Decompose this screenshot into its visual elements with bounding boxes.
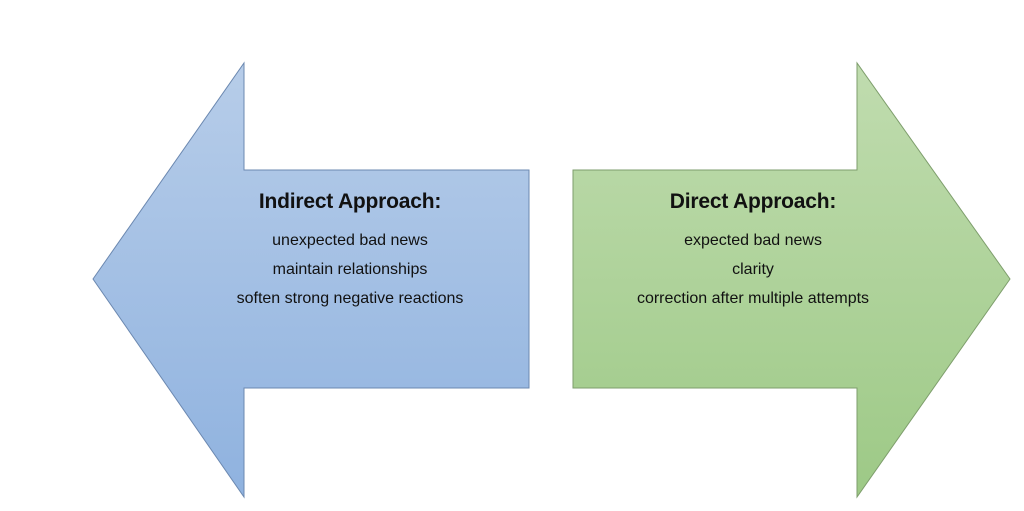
direct-item: expected bad news (684, 232, 822, 249)
indirect-item: soften strong negative reactions (236, 290, 464, 307)
direct-item: clarity (732, 261, 774, 278)
direct-approach-title: Direct Approach: (669, 190, 837, 213)
direct-approach-panel: Direct Approach: expected bad news clari… (598, 190, 908, 313)
indirect-item: maintain relationships (272, 261, 428, 278)
direct-item: correction after multiple attempts (636, 290, 870, 307)
indirect-approach-panel: Indirect Approach: unexpected bad news m… (195, 190, 505, 313)
indirect-item: unexpected bad news (272, 232, 428, 249)
left-arrow-shape (92, 61, 530, 499)
indirect-approach-title: Indirect Approach: (258, 190, 442, 213)
right-arrow-shape (572, 61, 1011, 499)
